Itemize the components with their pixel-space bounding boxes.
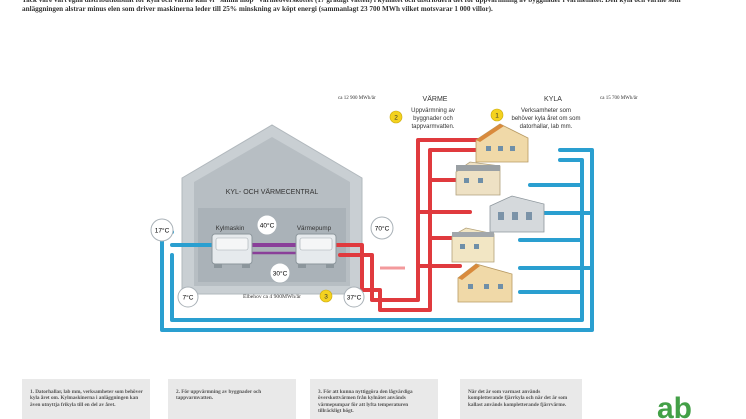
temp-70-bubble: 70°C	[370, 216, 394, 240]
temp-37-label: 37°C	[347, 294, 362, 302]
heat-amount: ca 12 900 MWh/år	[338, 95, 376, 101]
temp-7-bubble: 7°C	[177, 286, 199, 308]
heatpump-machine	[295, 233, 337, 268]
cooling-title: KYLA	[544, 96, 562, 103]
company-logo: ab	[657, 392, 692, 419]
chiller-label: Kylmaskin	[216, 225, 245, 232]
temp-30-bubble: 30°C	[269, 262, 291, 284]
marker-2-label: 2	[394, 115, 398, 122]
heat-inner-loop	[338, 138, 482, 302]
temp-70-label: 70°C	[375, 225, 390, 233]
marker-1: 1	[490, 108, 504, 122]
cooling-description-1: Verksamheter som	[521, 108, 571, 114]
plant-title: KYL- OCH VÄRMECENTRAL	[226, 188, 319, 196]
temp-30-label: 30°C	[273, 270, 288, 278]
cooling-description-2: behöver kyla året om som	[511, 115, 580, 122]
logo-text: ab	[657, 392, 692, 419]
building-1	[475, 123, 529, 163]
heat-title: VÄRME	[423, 95, 448, 103]
heat-description-1: Uppvärmning av	[411, 108, 455, 114]
marker-1-label: 1	[495, 113, 499, 120]
building-3	[489, 195, 545, 233]
temp-17-label: 17°C	[155, 227, 170, 235]
heatpump-label: Värmepump	[297, 225, 332, 232]
temp-40-bubble: 40°C	[256, 214, 278, 236]
heat-pipes	[328, 138, 482, 312]
intro-text: Tack vare vårt egna distributionsnät för…	[22, 0, 681, 14]
cooling-inner-loop	[170, 158, 584, 322]
note-2: 2. För uppvärmning av byggnader och tapp…	[168, 379, 296, 419]
marker-2: 2	[389, 110, 403, 124]
heat-description-2: byggnader och	[413, 116, 453, 122]
cooling-amount: ca 15 700 MWh/år	[600, 95, 638, 101]
note-4: När det är som varmast används komplette…	[460, 379, 582, 419]
temp-7-label: 7°C	[183, 294, 194, 302]
note-3: 3. För att kunna nyttiggöra den lågvärdi…	[310, 379, 438, 419]
cooling-pipes	[160, 148, 594, 332]
temp-17-bubble: 17°C	[150, 218, 174, 242]
note-1: 1. Datorhallar, lab mm, verksamheter som…	[22, 379, 150, 419]
marker-3-label: 3	[324, 294, 328, 301]
temp-37-bubble: 37°C	[343, 286, 365, 308]
chiller-machine	[211, 233, 253, 268]
temp-40-label: 40°C	[260, 222, 275, 230]
marker-3: 3	[319, 289, 333, 303]
building-5	[457, 263, 513, 303]
heat-description-3: tappvarmvatten.	[411, 124, 454, 130]
building-2	[455, 161, 501, 196]
building-4	[451, 227, 495, 263]
cooling-description-3: datorhallar, lab mm.	[520, 124, 573, 130]
power-label: Elbehov ca 4 900MWh/år	[243, 293, 301, 300]
